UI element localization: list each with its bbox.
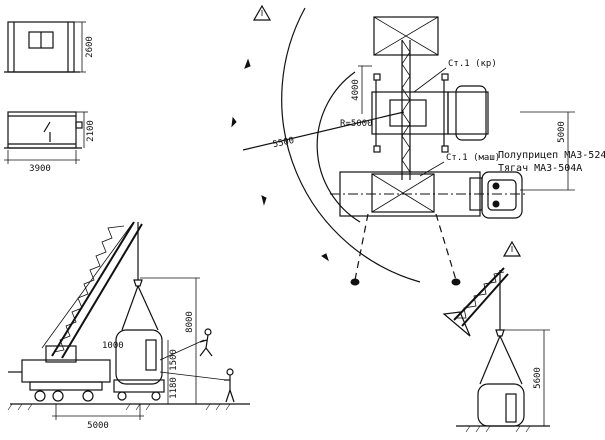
worker-icon — [224, 368, 235, 403]
elevation-dim-1500: 1500 — [169, 349, 179, 371]
elevation-dim-1180: 1180 — [169, 377, 179, 399]
plan-position-2: Ст.1 (маш) — [446, 153, 500, 163]
side-width-dim: 3900 — [29, 164, 51, 174]
plan-lift-offset: 5000 — [557, 121, 567, 143]
plan-view: 5500 R=5000 4000 Ст.1 (кр) 5000 — [231, 4, 605, 286]
plan-position-1: Ст.1 (кр) — [448, 59, 497, 69]
front-height-dim: 2600 — [85, 36, 95, 58]
swing-arc-small — [316, 71, 361, 223]
lift-height-dim: 5600 — [533, 367, 543, 389]
plan-semitrailer-label: Полуприцеп МАЗ-5245 — [498, 150, 605, 161]
side-view: 2100 3900 — [4, 111, 96, 174]
worker-icon — [199, 328, 213, 357]
warning-triangle-icon — [502, 240, 522, 257]
elevation-hook-height: 8000 — [185, 311, 195, 333]
plan-vertical-dim: 4000 — [351, 79, 361, 101]
elevation-view: 8000 1000 1500 1180 5000 — [7, 221, 250, 431]
plan-radius-large: 5500 — [272, 136, 295, 150]
elevation-reach: 5000 — [87, 421, 109, 431]
swing-arc-large — [281, 7, 421, 283]
warning-triangle-icon — [252, 4, 272, 21]
side-height-dim: 2100 — [86, 120, 96, 142]
elevation-dim-1000: 1000 — [102, 341, 124, 351]
plan-tractor-label: Тягач МАЗ-504А — [498, 163, 582, 174]
plan-radius-small: R=5000 — [340, 119, 373, 129]
lift-detail-view: 5600 — [442, 240, 550, 433]
front-view: 2600 — [4, 21, 95, 73]
